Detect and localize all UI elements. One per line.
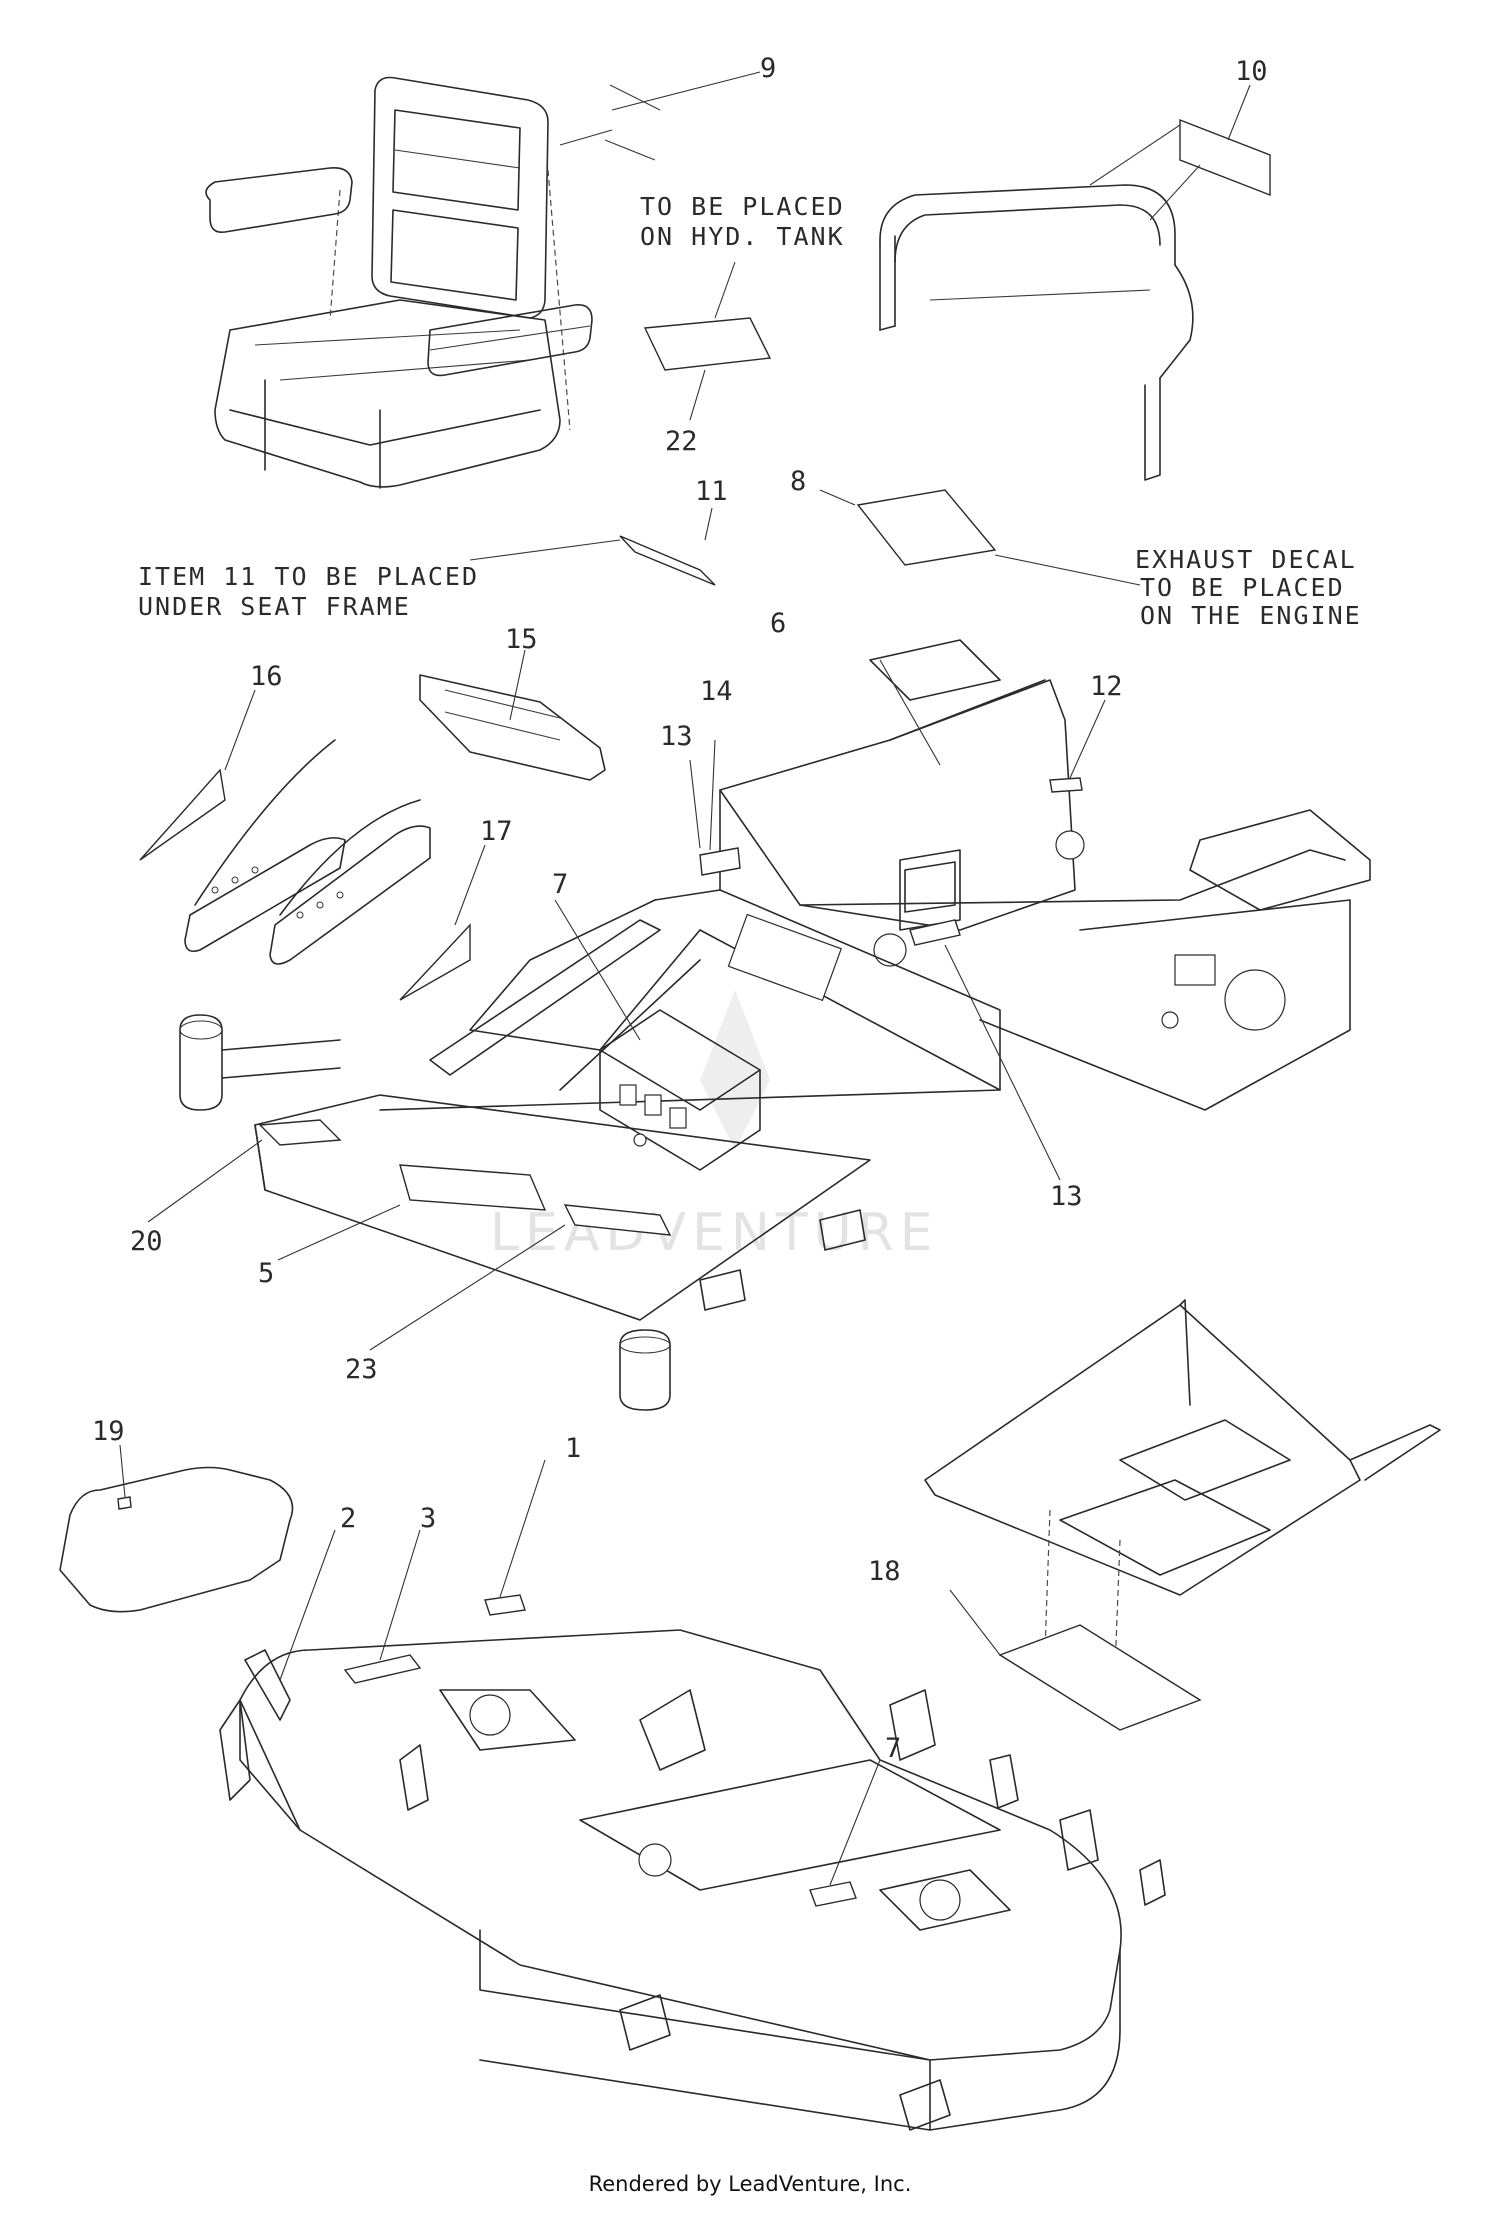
- decal-8: [856, 489, 997, 566]
- render-credit: Rendered by LeadVenture, Inc.: [588, 2172, 912, 2196]
- callout-7b: 7: [885, 1733, 901, 1764]
- note-exhaust-line1: EXHAUST DECAL: [1135, 545, 1357, 574]
- main-frame: [147, 639, 1371, 1411]
- note-seat-line1: ITEM 11 TO BE PLACED: [138, 562, 479, 591]
- callout-14: 14: [700, 676, 733, 707]
- note-seat-line2: UNDER SEAT FRAME: [138, 592, 411, 621]
- watermark: LEADVENTURE: [490, 990, 939, 1263]
- callout-23: 23: [345, 1354, 378, 1385]
- callout-8: 8: [790, 466, 806, 497]
- callout-11: 11: [695, 476, 728, 507]
- callout-12: 12: [1090, 671, 1123, 702]
- callout-13a: 13: [660, 721, 693, 752]
- bracket-15: [419, 649, 606, 781]
- callout-9: 9: [760, 53, 776, 84]
- callout-16: 16: [250, 661, 283, 692]
- callout-10: 10: [1235, 56, 1268, 87]
- callout-3: 3: [420, 1503, 436, 1534]
- callout-18: 18: [868, 1556, 901, 1587]
- callout-17: 17: [480, 816, 513, 847]
- mower-deck: [219, 1459, 1166, 2131]
- note-exhaust-line3: ON THE ENGINE: [1140, 601, 1362, 630]
- callout-labels: 1 2 3 5 6 7 7 8 9 10 11 12 13 13 14 15 1…: [92, 53, 1268, 1764]
- callout-6: 6: [770, 608, 786, 639]
- callout-5: 5: [258, 1258, 274, 1289]
- callout-1: 1: [565, 1433, 581, 1464]
- footrest-panel: [924, 1299, 1441, 1731]
- note-tank-line1: TO BE PLACED: [640, 192, 845, 221]
- decal-22: [643, 317, 772, 371]
- callout-20: 20: [130, 1226, 163, 1257]
- callout-2: 2: [340, 1503, 356, 1534]
- installation-notes: TO BE PLACED ON HYD. TANK ITEM 11 TO BE …: [138, 192, 1362, 630]
- watermark-text: LEADVENTURE: [490, 1203, 939, 1263]
- rops-bar: [879, 84, 1271, 481]
- side-plates: [139, 689, 486, 1001]
- plate-19: [59, 1444, 294, 1613]
- decal-11: [619, 535, 716, 586]
- callout-22: 22: [665, 426, 698, 457]
- callout-7: 7: [552, 869, 568, 900]
- callout-15: 15: [505, 624, 538, 655]
- callout-19: 19: [92, 1416, 125, 1447]
- note-exhaust-line2: TO BE PLACED: [1140, 573, 1345, 602]
- note-tank-line2: ON HYD. TANK: [640, 222, 845, 251]
- seat-assembly: [205, 71, 761, 489]
- callout-13b: 13: [1050, 1181, 1083, 1212]
